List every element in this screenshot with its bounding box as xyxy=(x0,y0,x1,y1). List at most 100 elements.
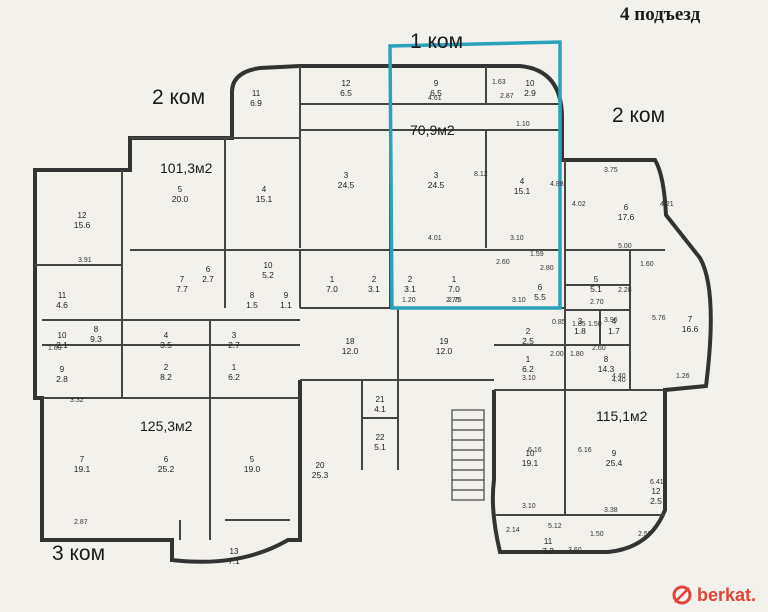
dimension-label: 4.40 xyxy=(612,377,626,384)
dimension-label: 2.00 xyxy=(550,351,564,358)
room-area: 24.5 xyxy=(338,180,355,190)
dimension-label: 6.16 xyxy=(528,447,542,454)
dimension-label: 2.80 xyxy=(540,265,554,272)
dimension-label: 1.50 xyxy=(588,321,602,328)
room-area: 9.3 xyxy=(90,334,102,344)
room-number: 22 xyxy=(376,433,385,442)
room-number: 11 xyxy=(544,537,553,546)
room-area: 17.6 xyxy=(618,212,635,222)
dimension-label: 2.60 xyxy=(592,345,606,352)
room-number: 9 xyxy=(284,291,289,300)
room-number: 18 xyxy=(346,337,355,346)
room-number: 4 xyxy=(520,177,525,186)
room-area: 19.0 xyxy=(244,464,261,474)
room-number: 5 xyxy=(594,275,599,284)
staircase xyxy=(451,409,485,501)
dimension-label: 6.41 xyxy=(650,479,664,486)
apartment-area-right-bottom: 115,1м2 xyxy=(596,408,648,424)
dimension-label: 0.85 xyxy=(552,319,566,326)
room-area: 6.5 xyxy=(430,88,442,98)
room-area: 6.2 xyxy=(228,372,240,382)
dimension-label: 3.60 xyxy=(568,547,582,554)
room-area: 14.3 xyxy=(598,364,615,374)
dimension-label: 1.85 xyxy=(572,321,586,328)
room-number: 10 xyxy=(526,79,535,88)
room-area: 7.7 xyxy=(176,284,188,294)
room-area: 12.0 xyxy=(436,346,453,356)
logo-text: berkat. xyxy=(696,584,756,605)
dimension-label: 2.14 xyxy=(506,527,520,534)
room-area: 4.6 xyxy=(56,300,68,310)
room-area: 15.1 xyxy=(514,186,531,196)
room-number: 9 xyxy=(612,449,617,458)
room-number: 4 xyxy=(612,317,617,326)
label-3-room-bottom: 3 ком xyxy=(52,542,106,565)
apartment-area-left-bottom: 125,3м2 xyxy=(140,418,193,434)
apartment-area-highlight: 70,9м2 xyxy=(410,122,455,138)
room-area: 1.7 xyxy=(608,326,620,336)
room-area: 7.0 xyxy=(326,284,338,294)
room-number: 6 xyxy=(624,203,629,212)
room-number: 9 xyxy=(60,365,65,374)
room-number: 6 xyxy=(206,265,211,274)
room-number: 11 xyxy=(58,291,67,300)
room-number: 3 xyxy=(232,331,237,340)
room-number: 4 xyxy=(164,331,169,340)
room-area: 19.1 xyxy=(522,458,539,468)
room-labels: 116.9126.596.5102.91215.6520.0415.1324.5… xyxy=(56,79,698,566)
dimension-label: 2.75 xyxy=(448,297,462,304)
dimension-label: 3.38 xyxy=(604,507,618,514)
room-area: 25.2 xyxy=(158,464,175,474)
room-number: 3 xyxy=(344,171,349,180)
room-area: 5.1 xyxy=(374,442,386,452)
dimension-label: 8.12 xyxy=(474,171,488,178)
dimension-label: 3.91 xyxy=(78,257,92,264)
room-number: 2 xyxy=(526,327,531,336)
room-area: 7.2 xyxy=(542,546,554,556)
room-number: 3 xyxy=(434,171,439,180)
room-number: 1 xyxy=(232,363,237,372)
room-number: 8 xyxy=(94,325,99,334)
room-area: 2.9 xyxy=(524,88,536,98)
room-area: 7.0 xyxy=(448,284,460,294)
dimension-label: 2.87 xyxy=(500,93,514,100)
room-area: 2.1 xyxy=(56,340,68,350)
dimension-label: 2.58 xyxy=(638,531,652,538)
logo-mark-icon xyxy=(672,585,692,605)
label-2-room-right: 2 ком xyxy=(612,104,666,127)
dimension-label: 4.40 xyxy=(612,373,626,380)
outer-walls xyxy=(33,64,713,564)
dimension-label: 1.59 xyxy=(530,251,544,258)
room-number: 19 xyxy=(440,337,449,346)
room-area: 19.1 xyxy=(74,464,91,474)
dimension-label: 3.10 xyxy=(522,375,536,382)
inner-walls xyxy=(35,66,665,540)
room-area: 7.1 xyxy=(228,556,240,566)
entrance-title: 4 подъезд xyxy=(620,4,701,25)
room-number: 8 xyxy=(604,355,609,364)
dimension-label: 2.87 xyxy=(74,519,88,526)
room-number: 20 xyxy=(316,461,325,470)
room-number: 11 xyxy=(252,89,261,98)
room-number: 3 xyxy=(578,317,583,326)
room-area: 2.8 xyxy=(56,374,68,384)
dimension-label: 3.96 xyxy=(604,317,618,324)
dimension-label: 6.16 xyxy=(578,447,592,454)
room-area: 5.2 xyxy=(262,270,274,280)
room-area: 20.0 xyxy=(172,194,189,204)
dimension-label: 2.75 xyxy=(446,297,460,304)
room-number: 8 xyxy=(250,291,255,300)
room-area: 6.2 xyxy=(522,364,534,374)
room-area: 12.0 xyxy=(342,346,359,356)
room-area: 2.5 xyxy=(650,496,662,506)
dimension-label: 4.01 xyxy=(428,235,442,242)
dimension-label: 1.10 xyxy=(516,121,530,128)
room-number: 4 xyxy=(262,185,267,194)
room-area: 1.5 xyxy=(246,300,258,310)
room-number: 2 xyxy=(164,363,169,372)
dimension-label: 1.69 xyxy=(48,345,62,352)
room-number: 12 xyxy=(78,211,87,220)
room-number: 10 xyxy=(58,331,67,340)
dimension-label: 3.10 xyxy=(522,503,536,510)
